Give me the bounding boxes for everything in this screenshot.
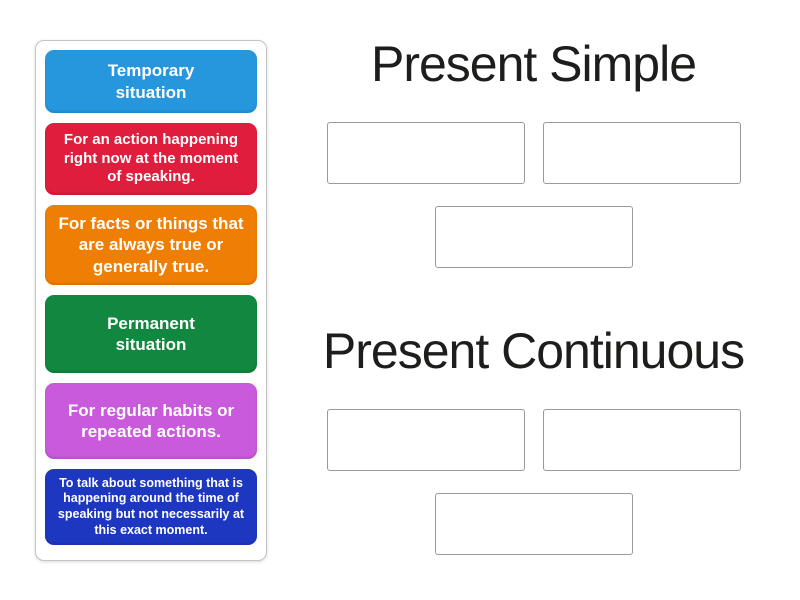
answer-card[interactable]: For regular habits or repeated actions.: [45, 383, 257, 459]
answer-card[interactable]: For an action happening right now at the…: [45, 123, 257, 195]
answer-card[interactable]: To talk about something that is happenin…: [45, 469, 257, 545]
group-present-simple: Present Simple: [267, 34, 800, 268]
answer-card[interactable]: Temporary situation: [45, 50, 257, 113]
slot-row: [267, 206, 800, 268]
drop-slot[interactable]: [434, 206, 633, 268]
drop-slot[interactable]: [326, 122, 525, 184]
drop-slot[interactable]: [434, 493, 633, 555]
drop-slot[interactable]: [326, 409, 525, 471]
group-title-present-continuous: Present Continuous: [322, 323, 745, 379]
answer-card[interactable]: Permanent situation: [45, 295, 257, 373]
slot-row: [267, 493, 800, 555]
slot-row: [267, 409, 800, 471]
answer-bank-panel: Temporary situation For an action happen…: [35, 40, 267, 561]
slot-row: [267, 122, 800, 184]
group-title-present-simple: Present Simple: [370, 36, 697, 92]
group-present-continuous: Present Continuous: [267, 321, 800, 555]
drop-slot[interactable]: [542, 409, 741, 471]
answer-card[interactable]: For facts or things that are always true…: [45, 205, 257, 285]
drop-slot[interactable]: [542, 122, 741, 184]
